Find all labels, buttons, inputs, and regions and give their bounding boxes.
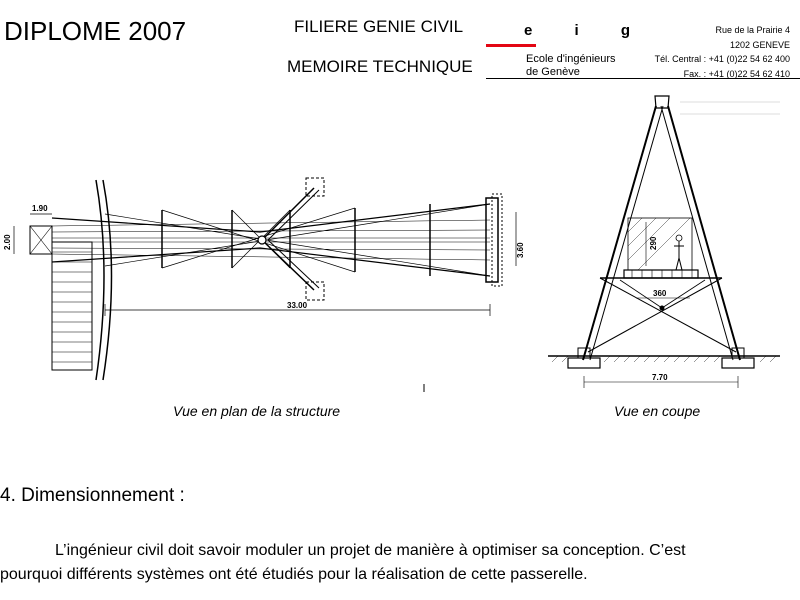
section-heading: 4. Dimensionnement :: [0, 485, 185, 506]
plan-view-caption: Vue en plan de la structure: [173, 403, 341, 419]
plan-dim-width-top: 1.90: [32, 204, 48, 213]
logo-letters: e i g: [524, 22, 650, 39]
paragraph-line-2: pourquoi différents systèmes ont été étu…: [0, 566, 588, 583]
plan-dim-end-width: 3.60: [516, 242, 525, 258]
document-type: MEMOIRE TECHNIQUE: [287, 57, 473, 76]
diploma-title: DIPLOME 2007: [4, 16, 187, 46]
school-address: Rue de la Prairie 4 1202 GENEVE Tél. Cen…: [655, 23, 790, 81]
address-phone: Tél. Central : +41 (0)22 54 62 400: [654, 54, 790, 65]
technical-drawings: 1.90 2.00 33.00 3.60: [3, 95, 780, 392]
section-view-caption: Vue en coupe: [614, 403, 701, 419]
address-city: 1202 GENEVE: [729, 39, 790, 50]
section-dim-base: 7.70: [652, 373, 668, 382]
plan-view-drawing: 1.90 2.00 33.00 3.60: [3, 177, 525, 392]
program-title: FILIERE GENIE CIVIL: [294, 17, 464, 36]
logo-school-city: de Genève: [526, 66, 580, 78]
section-dim-deck: 360: [653, 289, 667, 298]
section-view-drawing: 290 360 7.70: [548, 95, 780, 388]
logo-school-name: Ecole d'ingénieurs: [526, 53, 616, 65]
school-logo: e i g Ecole d'ingénieurs de Genève: [486, 18, 630, 80]
header-rule: [486, 78, 800, 79]
address-street: Rue de la Prairie 4: [715, 25, 790, 35]
address-fax: Fax. : +41 (0)22 54 62 410: [683, 68, 790, 79]
plan-dim-width-side: 2.00: [3, 234, 12, 250]
logo-red-bar: [486, 44, 536, 47]
section-dim-height: 290: [649, 236, 658, 250]
paragraph-line-1: L’ingénieur civil doit savoir moduler un…: [55, 542, 686, 559]
plan-dim-span: 33.00: [287, 301, 308, 310]
